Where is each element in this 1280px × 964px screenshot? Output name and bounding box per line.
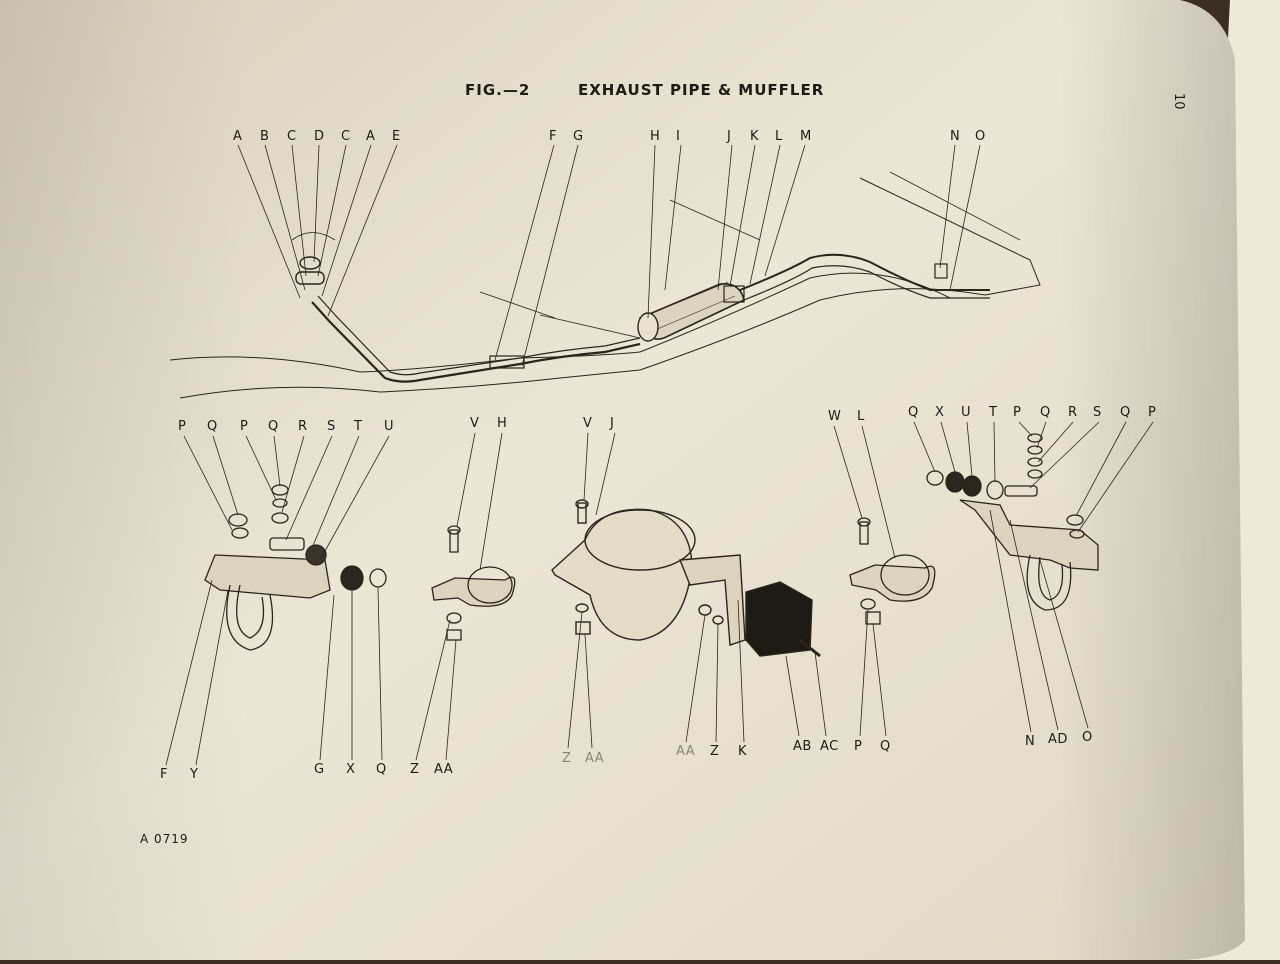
callout-label: Q <box>1120 405 1131 420</box>
callout-label: Z <box>562 751 571 766</box>
callout-label: W <box>828 409 841 424</box>
callout-label: X <box>935 405 944 420</box>
callout-label: Q <box>207 419 218 434</box>
page-number: 10 <box>1171 93 1186 110</box>
callout-label: P <box>1013 405 1021 420</box>
callout-label: AA <box>434 762 453 777</box>
callout-label: AA <box>676 744 695 759</box>
callout-label: E <box>392 129 401 144</box>
group3-callouts: V J Z AA AA Z K AB AC <box>562 416 839 766</box>
group4-clamp-drawing <box>849 517 936 625</box>
exhaust-assembly-drawing <box>169 171 1041 399</box>
callout-label: Q <box>268 419 279 434</box>
callout-label: C <box>341 129 351 144</box>
group2-leader-lines <box>415 432 503 761</box>
group5-bracket-drawing <box>926 433 1099 611</box>
callout-label: Y <box>189 767 198 782</box>
callout-label: J <box>609 416 614 431</box>
callout-label: AC <box>820 739 839 754</box>
callout-label: R <box>1068 405 1078 420</box>
callout-label: G <box>314 762 325 777</box>
group1-leader-lines <box>165 435 390 766</box>
group5-callouts: Q X U T P Q R S Q P N AD O <box>908 405 1156 749</box>
callout-label: D <box>314 129 325 144</box>
callout-label: Z <box>410 762 419 777</box>
group1-bracket-drawing <box>204 484 387 651</box>
callout-label: P <box>1148 405 1156 420</box>
callout-label: P <box>854 739 862 754</box>
group3-clamp-drawing <box>551 499 821 658</box>
callout-label: V <box>470 416 479 431</box>
callout-label: Q <box>880 739 891 754</box>
top-callouts: A B C D C A E F G H I J K L M N O <box>233 129 986 144</box>
drawing-code: A 0719 <box>140 832 189 846</box>
callout-label: Q <box>908 405 919 420</box>
callout-label: A <box>233 129 242 144</box>
callout-label: S <box>1093 405 1102 420</box>
callout-label: L <box>857 409 865 424</box>
callout-label: F <box>160 767 168 782</box>
paper-shading <box>0 0 1245 960</box>
callout-label: AA <box>585 751 604 766</box>
callout-label: N <box>1025 734 1035 749</box>
group5-leader-lines <box>913 421 1154 733</box>
callout-label: H <box>497 416 507 431</box>
group2-callouts: V H Z AA <box>410 416 507 777</box>
figure-title: EXHAUST PIPE & MUFFLER <box>578 81 824 99</box>
callout-label: O <box>975 129 986 144</box>
callout-label: F <box>549 129 557 144</box>
callout-label: R <box>298 419 308 434</box>
callout-label: G <box>573 129 584 144</box>
callout-label: X <box>346 762 355 777</box>
callout-label: B <box>260 129 269 144</box>
callout-label: T <box>353 419 362 434</box>
callout-label: T <box>988 405 997 420</box>
callout-label: O <box>1082 730 1093 745</box>
callout-label: AB <box>793 739 812 754</box>
group2-clamp-drawing <box>431 525 516 641</box>
figure-number: FIG.—2 <box>465 81 530 99</box>
callout-label: Q <box>1040 405 1051 420</box>
callout-label: K <box>750 129 759 144</box>
callout-label: Z <box>710 744 719 759</box>
group4-leader-lines <box>833 425 896 737</box>
callout-label: L <box>775 129 783 144</box>
group3-leader-lines <box>567 432 827 749</box>
callout-label: P <box>240 419 248 434</box>
group4-callouts: W L P Q <box>828 409 891 754</box>
callout-label: S <box>327 419 336 434</box>
callout-label: K <box>738 744 747 759</box>
callout-label: N <box>950 129 960 144</box>
callout-label: J <box>726 129 731 144</box>
callout-label: AD <box>1048 732 1068 747</box>
callout-label: Q <box>376 762 387 777</box>
callout-label: V <box>583 416 592 431</box>
callout-label: A <box>366 129 375 144</box>
top-leader-lines <box>237 144 981 367</box>
callout-label: I <box>676 129 680 144</box>
group1-callouts: P Q P Q R S T U F Y G X Q <box>160 419 394 782</box>
callout-label: P <box>178 419 186 434</box>
callout-label: M <box>800 129 812 144</box>
callout-label: U <box>961 405 971 420</box>
callout-label: H <box>650 129 660 144</box>
callout-label: U <box>384 419 394 434</box>
callout-label: C <box>287 129 297 144</box>
